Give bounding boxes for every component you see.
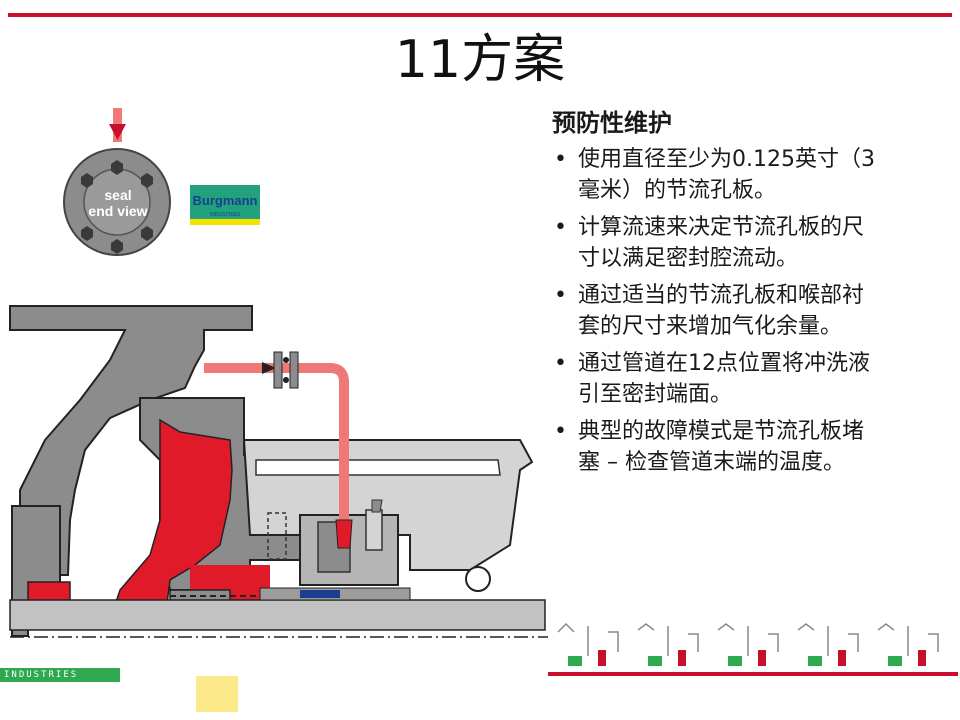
list-item: • 典型的故障模式是节流孔板堵塞 – 检查管道末端的温度。 (552, 416, 942, 478)
slide-title: 11方案 (394, 30, 566, 90)
bullet-line: 通过管道在12点位置将冲洗液 (578, 351, 870, 376)
orifice-plate-icon (273, 351, 299, 389)
bullet-line: 通过适当的节流孔板和喉部衬 (578, 283, 865, 308)
bullet-dot-icon: • (554, 147, 567, 172)
port-outline (267, 512, 287, 560)
burgmann-logo: Burgmann INDUSTRIES (190, 185, 260, 225)
panel-heading: 预防性维护 (552, 109, 672, 137)
footer-strip-label: INDUSTRIES (4, 670, 79, 680)
bullet-line: 引至密封端面。 (578, 382, 733, 407)
pump-casing (9, 305, 534, 637)
bullet-dot-icon: • (554, 215, 567, 240)
shaft (9, 566, 548, 638)
plan-11-seal-diagram: seal end view Burgmann INDUSTRIES (9, 108, 548, 638)
bullet-dot-icon: • (554, 419, 567, 444)
brand-sub: INDUSTRIES (210, 212, 241, 218)
bullet-line: 毫米）的节流孔板。 (578, 178, 777, 203)
bullet-line: 使用直径至少为0.125英寸（3 (578, 147, 875, 172)
bullet-line: 典型的故障模式是节流孔板堵 (578, 419, 865, 444)
bullet-dot-icon: • (554, 283, 567, 308)
brand-name: Burgmann (193, 193, 258, 208)
footer-brand-strip (0, 668, 120, 682)
footer-yellow-block (196, 676, 238, 712)
inlet-arrow-icon (109, 108, 126, 142)
bullet-line: 套的尺寸来增加气化余量。 (578, 314, 843, 339)
list-item: • 通过适当的节流孔板和喉部衬套的尺寸来增加气化余量。 (552, 280, 942, 342)
bullet-line: 计算流速来决定节流孔板的尺 (578, 215, 865, 240)
flush-line (204, 351, 353, 549)
seal-end-view-icon: seal end view (63, 148, 171, 256)
list-item: • 通过管道在12点位置将冲洗液引至密封端面。 (552, 348, 942, 410)
seal-label-line2: end view (88, 203, 147, 219)
bullet-dot-icon: • (554, 351, 567, 376)
top-accent-rule (8, 13, 952, 17)
list-item: • 使用直径至少为0.125英寸（3 毫米）的节流孔板。 (552, 144, 942, 206)
seal-label-line1: seal (104, 187, 131, 203)
bullet-list: • 使用直径至少为0.125英寸（3 毫米）的节流孔板。 • 计算流速来决定节流孔板的… (552, 144, 942, 478)
list-item: • 计算流速来决定节流孔板的尺寸以满足密封腔流动。 (552, 212, 942, 274)
maintenance-panel: 预防性维护 • 使用直径至少为0.125英寸（3 毫米）的节流孔板。 • 计算流速来决… (552, 106, 942, 484)
bullet-line: 寸以满足密封腔流动。 (578, 246, 799, 271)
footer-pattern-decoration (548, 622, 958, 676)
bullet-line: 塞 – 检查管道末端的温度。 (578, 450, 845, 475)
